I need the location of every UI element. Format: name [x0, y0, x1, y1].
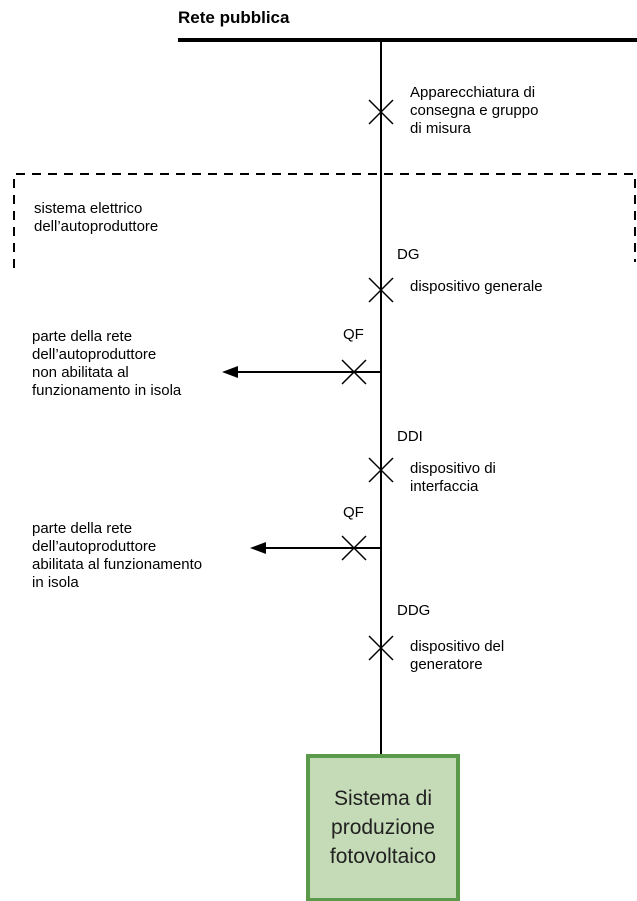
pv-system-label-line: fotovoltaico [329, 845, 437, 868]
metering-label: Apparecchiatura di consegna e gruppo di … [410, 84, 538, 138]
breaker-dg [368, 277, 394, 303]
ddi-label-line: interfaccia [410, 478, 479, 495]
qf1-branch-label-line: funzionamento in isola [32, 382, 182, 399]
qf2-branch-label: parte della rete dell’autoproduttore abi… [32, 520, 202, 592]
dg-code: DG [397, 246, 420, 263]
qf2-branch-label-line: abilitata al funzionamento [32, 556, 203, 573]
qf1-branch-label-line: dell’autoproduttore [32, 346, 157, 363]
producer-system-label-line: dell’autoproduttore [34, 218, 159, 235]
breaker-ddi [368, 457, 394, 483]
qf2-branch-label-line: dell’autoproduttore [32, 538, 157, 555]
pv-system-box [306, 754, 460, 901]
producer-system-label: sistema elettrico dell’autoproduttore [34, 200, 158, 236]
pv-system-label: Sistema di produzione fotovoltaico [310, 784, 456, 871]
metering-label-line: di misura [410, 120, 471, 137]
ddg-label-line: generatore [410, 656, 483, 673]
ddi-label: dispositivo di interfaccia [410, 460, 496, 496]
producer-system-label-line: sistema elettrico [34, 200, 143, 217]
metering-label-line: consegna e gruppo [410, 102, 539, 119]
grid-title: Rete pubblica [178, 8, 290, 27]
qf2-branch-label-line: parte della rete [32, 520, 133, 537]
qf1-branch-label-line: parte della rete [32, 328, 133, 345]
ddg-label: dispositivo del generatore [410, 638, 504, 674]
ddi-label-line: dispositivo di [410, 460, 496, 477]
qf2-code: QF [343, 504, 364, 521]
qf1-code: QF [343, 326, 364, 343]
dg-label: dispositivo generale [410, 278, 543, 295]
producer-system-boundary [13, 173, 636, 268]
qf2-branch-label-line: in isola [32, 574, 79, 591]
metering-label-line: Apparecchiatura di [410, 84, 536, 101]
pv-system-label-line: Sistema di [333, 787, 433, 810]
arrow-left-icon [250, 542, 266, 554]
ddi-code: DDI [397, 428, 423, 445]
pv-system-label-line: produzione [331, 816, 435, 839]
breaker-ddg [368, 635, 394, 661]
breaker-metering [368, 99, 394, 125]
ddg-code: DDG [397, 602, 431, 619]
arrow-left-icon [222, 366, 238, 378]
ddg-label-line: dispositivo del [410, 638, 505, 655]
qf1-branch-label: parte della rete dell’autoproduttore non… [32, 328, 181, 400]
qf1-branch-label-line: non abilitata al [32, 364, 129, 381]
